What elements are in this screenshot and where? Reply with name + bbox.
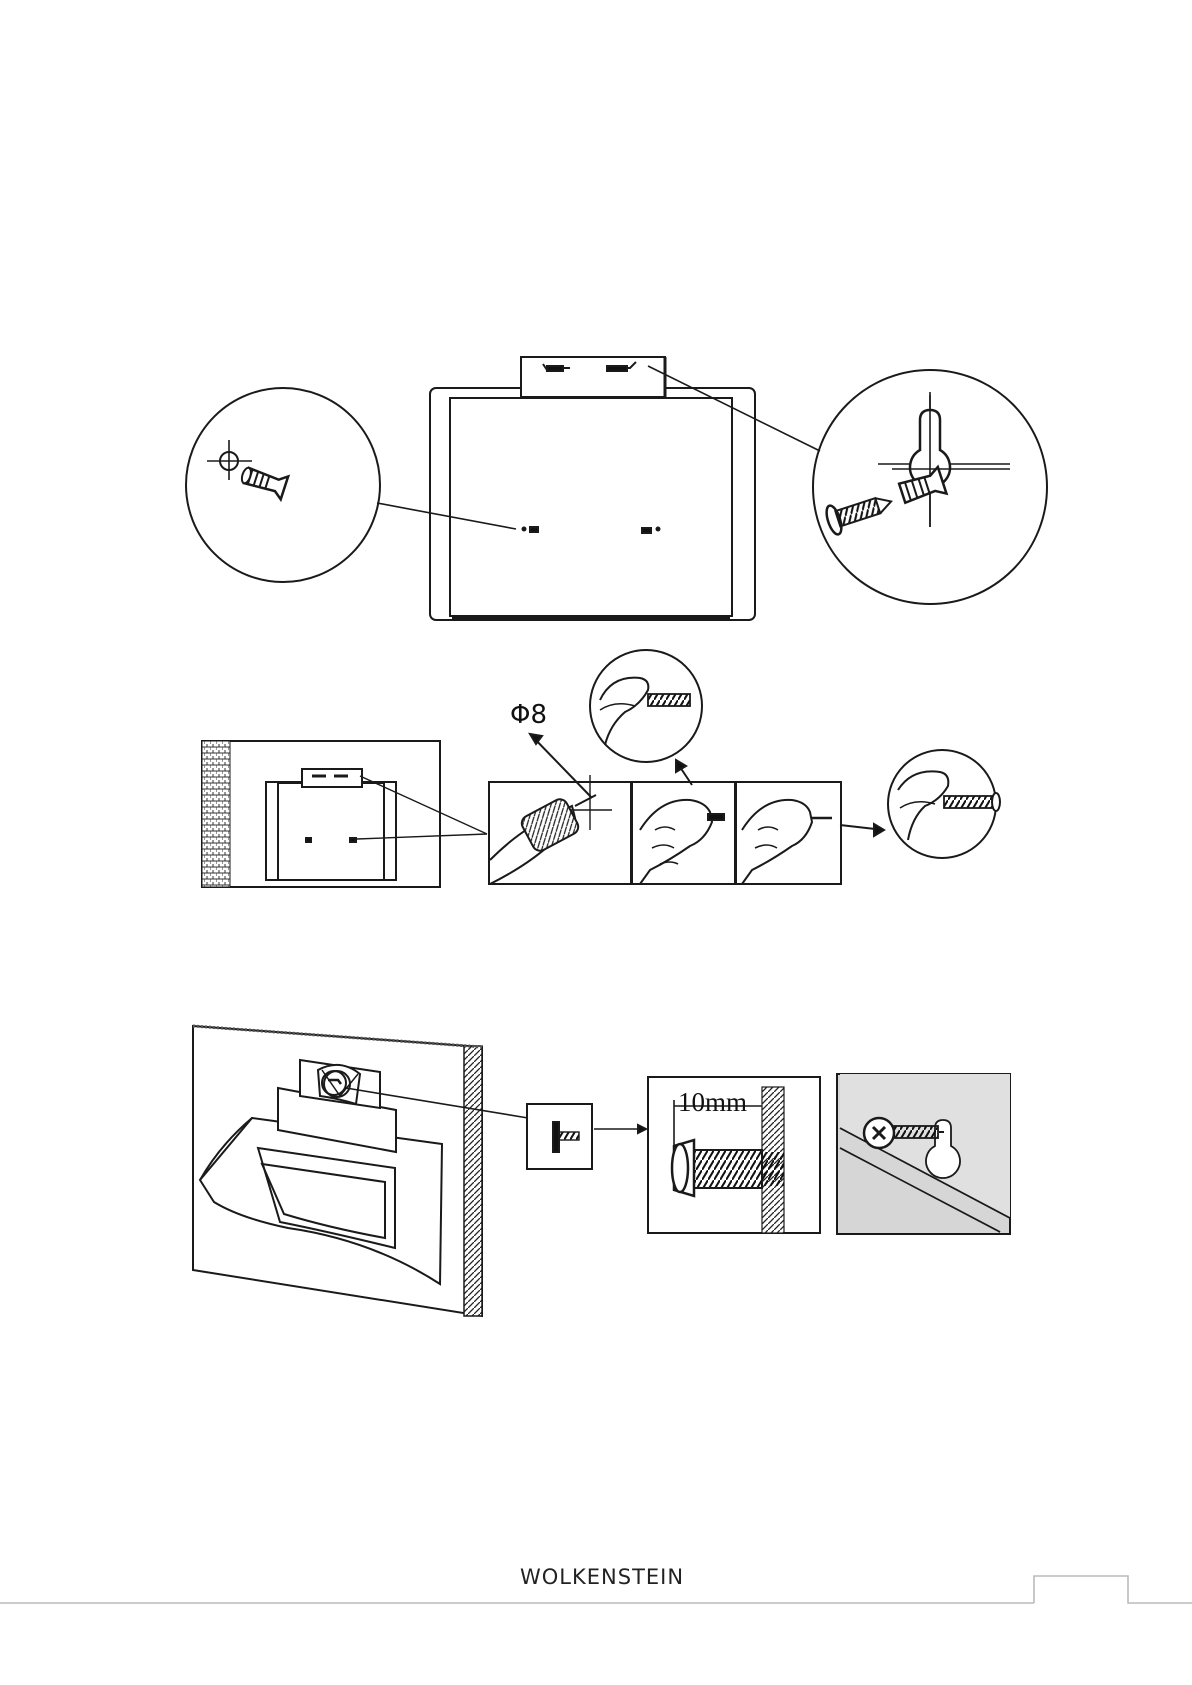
insert-plug-step-panel — [632, 782, 735, 884]
drill-step-panel — [489, 734, 631, 884]
detail-circle-plug-in-wall — [590, 650, 702, 785]
screw-gap-label: 10mm — [678, 1087, 747, 1118]
detail-circle-screw-fixed — [888, 750, 1000, 858]
drill-diameter-label: Φ8 — [510, 700, 547, 730]
wall-plug-icon — [239, 463, 288, 499]
hood-back-panel — [430, 357, 755, 620]
brand-logo-text: WOLKENSTEIN — [520, 1565, 684, 1589]
tighten-screw-step-panel — [736, 782, 884, 884]
detail-circle-wall-plug — [186, 388, 380, 582]
hood-mounted-on-wall — [193, 1026, 482, 1316]
screw-side-view-box — [527, 1104, 646, 1169]
wall-with-template-panel — [202, 741, 487, 887]
page-number-tab — [1034, 1576, 1192, 1603]
wall-plug-marks — [523, 527, 660, 533]
keyhole-hang-detail-box — [837, 1074, 1010, 1234]
screw-icon — [824, 487, 896, 536]
detail-circle-keyhole — [813, 370, 1047, 604]
